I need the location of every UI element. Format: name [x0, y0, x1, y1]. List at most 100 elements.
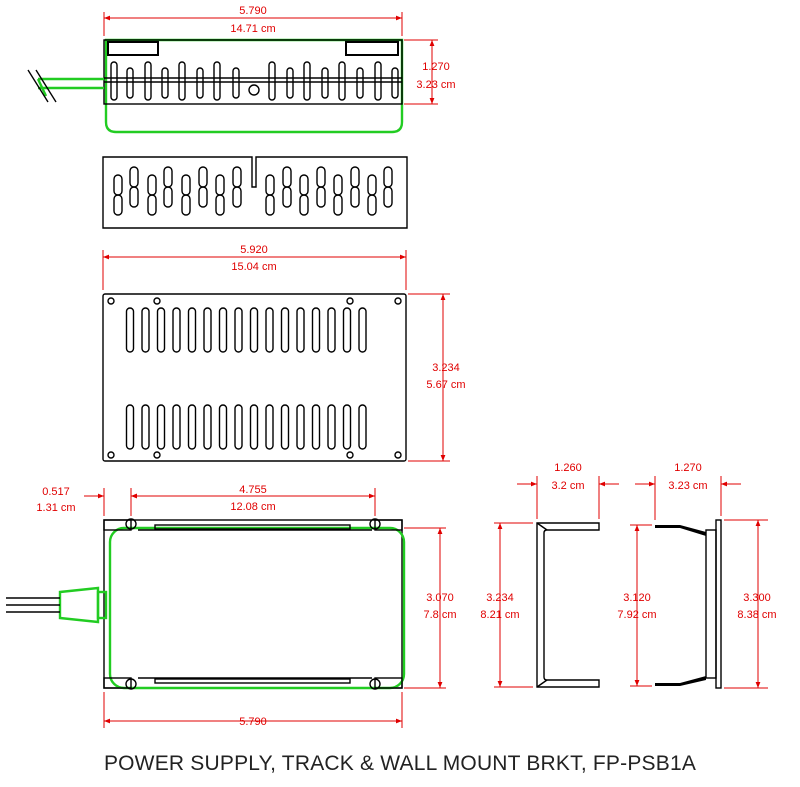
- top-vent-slot: [196, 67, 204, 99]
- plate-vent-slot: [141, 307, 150, 353]
- dimensions: 5.790 14.71 cm 1.270 3.23 cm 5.920 15.04…: [36, 5, 777, 728]
- vent-slot: [265, 194, 275, 216]
- vent-slot: [367, 194, 377, 216]
- plate-vent-slot: [141, 404, 150, 450]
- vent-slot: [147, 194, 157, 216]
- dim-plate-width-in: 5.920: [240, 244, 268, 256]
- dim-body-height-in: 3.070: [426, 592, 454, 604]
- dim-top-height-cm: 3.23 cm: [416, 79, 455, 91]
- vent-slot: [350, 186, 360, 208]
- plate-vent-slot: [265, 404, 274, 450]
- top-vent-slot: [356, 67, 364, 99]
- dim-plate-height-cm: 5.67 cm: [426, 379, 465, 391]
- dim-bottom-width-in: 5.790: [239, 716, 267, 728]
- dim-side2-outer-cm: 8.38 cm: [737, 609, 776, 621]
- vent-slot: [232, 186, 242, 208]
- top-view: [27, 38, 404, 134]
- plate-vent-slot: [327, 404, 336, 450]
- vent-slot: [316, 186, 326, 208]
- top-vent-slot: [110, 61, 118, 101]
- vent-slot: [129, 166, 139, 188]
- dim-hole-span-cm: 12.08 cm: [230, 501, 275, 513]
- vent-slot: [282, 166, 292, 188]
- dim-side1-depth-cm: 3.2 cm: [551, 480, 584, 492]
- dim-offset-cm: 1.31 cm: [36, 502, 75, 514]
- vent-slot: [383, 186, 393, 208]
- plate-vent-slot: [172, 307, 181, 353]
- dim-top-width-cm: 14.71 cm: [230, 23, 275, 35]
- vent-slot: [181, 174, 191, 196]
- plate-vent-slot: [311, 404, 321, 450]
- plate-vent-slot: [280, 307, 290, 353]
- plate-vent-slot: [342, 307, 352, 353]
- plate-vent-slot: [156, 307, 166, 353]
- plate-vent-slot: [203, 307, 212, 353]
- dim-side2-inner-cm: 7.92 cm: [617, 609, 656, 621]
- bracket-view: [6, 518, 406, 690]
- plate-vent-slot: [342, 404, 352, 450]
- plate-vent-slot: [203, 404, 212, 450]
- plate-vent-slot: [172, 404, 181, 450]
- top-vent-slot: [213, 61, 221, 101]
- vent-slot: [333, 174, 343, 196]
- plate-vent-slot: [187, 307, 197, 353]
- plate-vent-slot: [327, 307, 336, 353]
- top-vent-slot: [286, 67, 294, 99]
- top-slots: [110, 61, 399, 101]
- top-vent-slot: [232, 67, 240, 99]
- vent-slot: [265, 174, 275, 196]
- plate-vent-slot: [265, 307, 274, 353]
- plate-vent-slot: [311, 307, 321, 353]
- plate-slots: [125, 307, 367, 450]
- vent-slot: [299, 194, 309, 216]
- plate-vent-slot: [125, 307, 135, 353]
- vent-slot: [113, 194, 123, 216]
- vent-slot: [232, 166, 242, 188]
- vent-slot: [129, 186, 139, 208]
- plate-vent-slot: [218, 307, 228, 353]
- vent-slot: [215, 194, 225, 216]
- plate-vent-slot: [125, 404, 135, 450]
- dim-body-height-cm: 7.8 cm: [423, 609, 456, 621]
- vent-slot: [198, 166, 208, 188]
- plate-vent-slot: [249, 404, 259, 450]
- plate-vent-slot: [358, 307, 367, 353]
- dim-plate-height-in: 3.234: [432, 362, 460, 374]
- dim-hole-span-in: 4.755: [239, 484, 267, 496]
- dim-top-width-in: 5.790: [239, 5, 267, 17]
- top-vent-slot: [391, 67, 399, 99]
- dim-top-height-in: 1.270: [422, 61, 450, 73]
- dim-side2-depth-cm: 3.23 cm: [668, 480, 707, 492]
- dim-side1-height-in: 3.234: [486, 592, 514, 604]
- top-vent-slot: [161, 67, 169, 99]
- vent-slot: [147, 174, 157, 196]
- vent-slot: [181, 194, 191, 216]
- plate-vent-slot: [249, 307, 259, 353]
- plate-vent-slot: [218, 404, 228, 450]
- plate-vent-slot: [234, 404, 243, 450]
- dim-side2-outer-in: 3.300: [743, 592, 771, 604]
- plate-view: [102, 293, 407, 462]
- dim-plate-width-cm: 15.04 cm: [231, 261, 276, 273]
- plate-vent-slot: [156, 404, 166, 450]
- vent-slot: [367, 174, 377, 196]
- vent-slot: [215, 174, 225, 196]
- dim-offset-in: 0.517: [42, 486, 70, 498]
- plate-vent-slot: [187, 404, 197, 450]
- vent-slot: [383, 166, 393, 188]
- plate-vent-slot: [296, 307, 305, 353]
- vent-slot: [163, 186, 173, 208]
- vent-slot: [299, 174, 309, 196]
- vent-slot: [163, 166, 173, 188]
- vent-slot: [316, 166, 326, 188]
- vent-slot: [198, 186, 208, 208]
- top-vent-slot: [126, 67, 134, 99]
- side-view-2: [655, 519, 722, 689]
- side-view-1: [536, 522, 600, 688]
- dim-side1-depth-in: 1.260: [554, 462, 582, 474]
- top-vent-slot: [374, 61, 382, 101]
- top-vent-slot: [321, 67, 329, 99]
- vent-slot: [333, 194, 343, 216]
- plate-vent-slot: [358, 404, 367, 450]
